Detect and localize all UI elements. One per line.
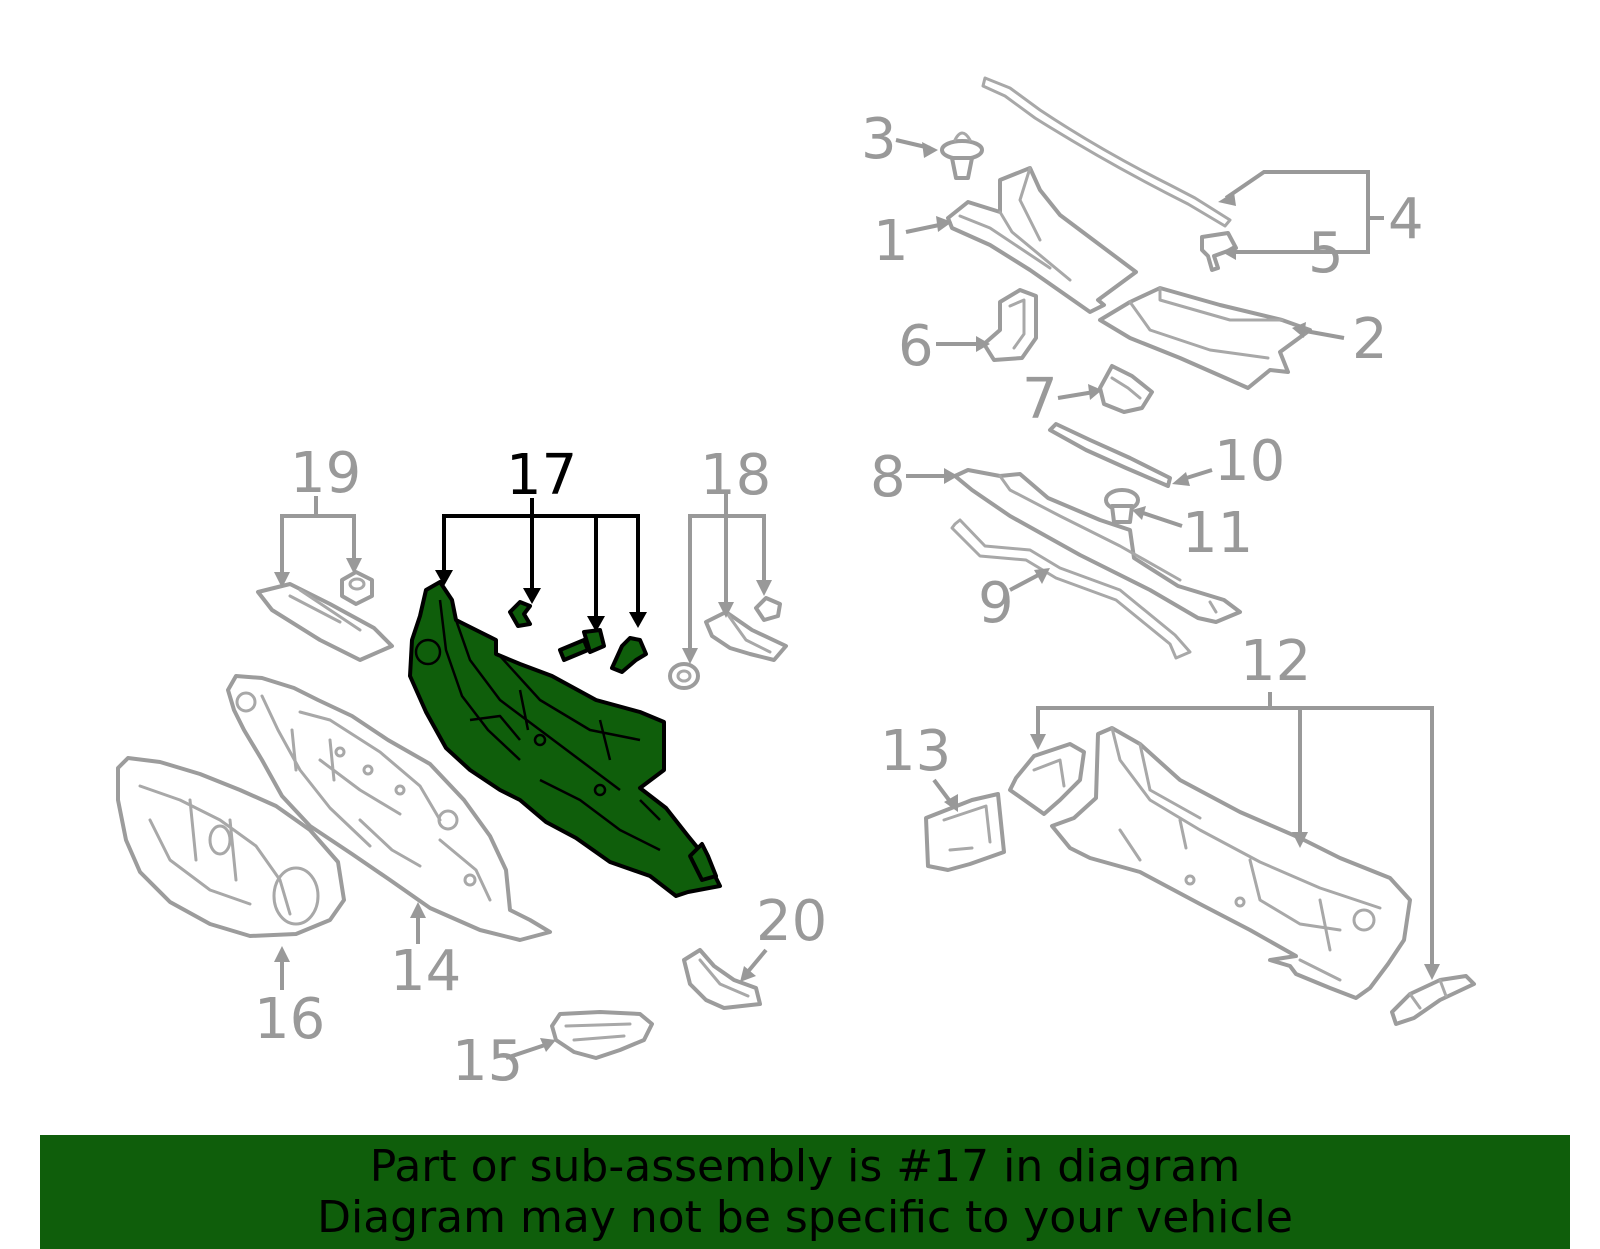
part-18-clip[interactable] xyxy=(754,596,782,622)
callout-18: 18 xyxy=(700,443,771,508)
part-9-rod[interactable] xyxy=(950,518,1192,660)
part-3-push-clip[interactable] xyxy=(940,131,984,180)
callout-16: 16 xyxy=(254,987,325,1052)
part-5-clip[interactable] xyxy=(1200,231,1238,272)
part-17-bolt[interactable] xyxy=(558,628,606,662)
part-17-clip-b[interactable] xyxy=(610,636,648,674)
part-4-weatherstrip[interactable] xyxy=(981,76,1232,228)
part-17-dash-insulator[interactable] xyxy=(408,580,722,898)
part-1-cowl-panel[interactable] xyxy=(946,166,1138,314)
part-18-grommet[interactable] xyxy=(668,662,700,690)
part-12-dash-panel[interactable] xyxy=(1050,726,1412,1000)
callout-17: 17 xyxy=(506,443,577,508)
part-12-bracket-right[interactable] xyxy=(1390,974,1476,1026)
part-10-strip[interactable] xyxy=(1048,422,1172,488)
callout-12: 12 xyxy=(1240,629,1311,694)
part-18-bracket[interactable] xyxy=(704,610,788,662)
part-13-bracket[interactable] xyxy=(924,792,1006,872)
callout-4: 4 xyxy=(1388,187,1424,252)
callout-6: 6 xyxy=(898,314,934,379)
part-19-nut[interactable] xyxy=(340,570,374,606)
part-16-insulator[interactable] xyxy=(116,756,346,938)
callout-10: 10 xyxy=(1214,429,1285,494)
banner-line-disclaimer: Diagram may not be specific to your vehi… xyxy=(317,1192,1293,1243)
banner-line-part: Part or sub-assembly is #17 in diagram xyxy=(369,1141,1241,1192)
callout-5: 5 xyxy=(1308,221,1344,286)
callout-1: 1 xyxy=(873,209,909,274)
part-8-reinforcement[interactable] xyxy=(953,468,1242,624)
part-20-bracket[interactable] xyxy=(682,948,762,1010)
callout-3: 3 xyxy=(861,107,897,172)
part-17-clip-a[interactable] xyxy=(508,600,532,628)
callout-2: 2 xyxy=(1352,307,1388,372)
callout-9: 9 xyxy=(978,571,1014,636)
part-2-cowl-panel[interactable] xyxy=(1098,286,1312,390)
callout-11: 11 xyxy=(1182,501,1253,566)
part-7-bracket[interactable] xyxy=(1098,364,1154,414)
callout-19: 19 xyxy=(290,441,361,506)
callout-14: 14 xyxy=(390,939,461,1004)
part-12-bracket-left[interactable] xyxy=(1008,742,1086,816)
part-15-bracket[interactable] xyxy=(550,1010,654,1060)
callout-15: 15 xyxy=(452,1029,523,1094)
part-6-bracket[interactable] xyxy=(982,288,1038,362)
callout-13: 13 xyxy=(880,719,951,784)
notice-banner: Part or sub-assembly is #17 in diagram D… xyxy=(40,1135,1570,1249)
part-11-grommet[interactable] xyxy=(1104,488,1140,524)
part-14-dash-panel[interactable] xyxy=(226,674,552,942)
callout-8: 8 xyxy=(870,445,906,510)
callout-20: 20 xyxy=(756,889,827,954)
part-19-strip[interactable] xyxy=(256,582,394,662)
callout-7: 7 xyxy=(1022,367,1058,432)
